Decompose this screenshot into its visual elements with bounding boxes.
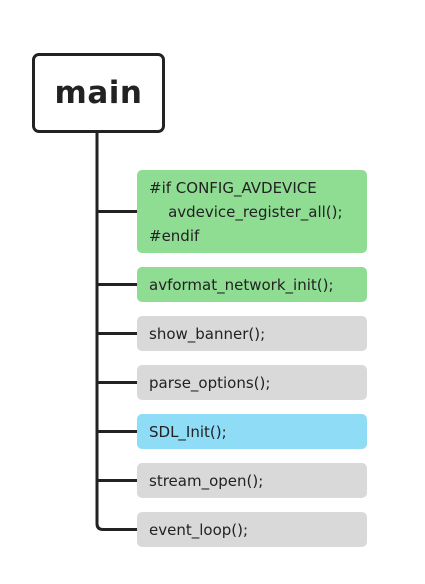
child-node-label: #endif [149, 226, 200, 245]
child-node-label: avformat_network_init(); [149, 275, 334, 294]
child-node-label: show_banner(); [149, 324, 266, 343]
child-node-label: stream_open(); [149, 471, 264, 490]
child-node-label: parse_options(); [149, 373, 271, 392]
child-node-avdevice: #if CONFIG_AVDEVICE avdevice_register_al… [137, 170, 367, 253]
root-node-main: main [32, 53, 165, 133]
child-node-label: #if CONFIG_AVDEVICE [149, 178, 317, 197]
child-node-event-loop: event_loop(); [137, 512, 367, 547]
root-node-label: main [54, 75, 143, 111]
child-node-label: SDL_Init(); [149, 422, 227, 441]
child-node-label: avdevice_register_all(); [149, 202, 343, 221]
child-node-parse-options: parse_options(); [137, 365, 367, 400]
child-node-stream-open: stream_open(); [137, 463, 367, 498]
child-node-sdl-init: SDL_Init(); [137, 414, 367, 449]
child-node-network-init: avformat_network_init(); [137, 267, 367, 302]
child-node-show-banner: show_banner(); [137, 316, 367, 351]
connector-trunk [95, 130, 137, 531]
child-node-label: event_loop(); [149, 520, 249, 539]
